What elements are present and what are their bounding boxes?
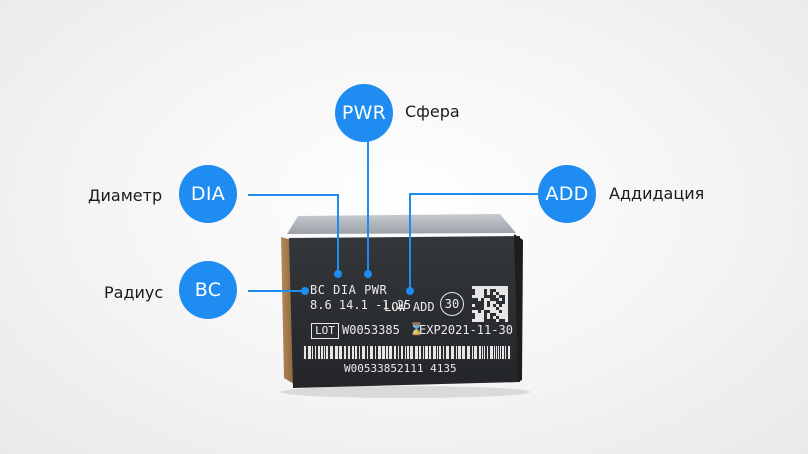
add-label: Аддидация: [609, 184, 705, 203]
bc-leader-dot: [301, 287, 309, 295]
add-leader-dot: [406, 287, 414, 295]
dia-badge: DIA: [179, 165, 237, 223]
lot-label: LOT: [311, 323, 339, 339]
box-values-row: 8.6 14.1 -1.25: [310, 298, 412, 312]
bc-label: Радиус: [104, 283, 164, 302]
hourglass-icon: ⌛: [409, 322, 424, 336]
dia-label: Диаметр: [88, 186, 163, 205]
box-add-value: LOW ADD: [384, 300, 435, 314]
bc-leader-line: [248, 290, 306, 292]
dia-leader-dot: [334, 270, 342, 278]
pwr-badge: PWR: [335, 84, 393, 142]
lot-number: W0053385: [342, 323, 400, 337]
pwr-leader-dot: [364, 270, 372, 278]
pwr-label: Сфера: [405, 102, 460, 121]
add-leader-line: [410, 193, 538, 195]
dia-leader-line: [248, 194, 338, 196]
box-header-row: BC DIA PWR: [310, 283, 388, 297]
add-badge: ADD: [538, 165, 596, 223]
lens-count-badge: 30: [440, 292, 464, 316]
expiry-date: EXP2021-11-30: [419, 323, 513, 337]
bc-badge: BC: [179, 261, 237, 319]
pwr-leader-line: [367, 128, 369, 274]
barcode-number: W00533852111 4135: [344, 362, 457, 375]
